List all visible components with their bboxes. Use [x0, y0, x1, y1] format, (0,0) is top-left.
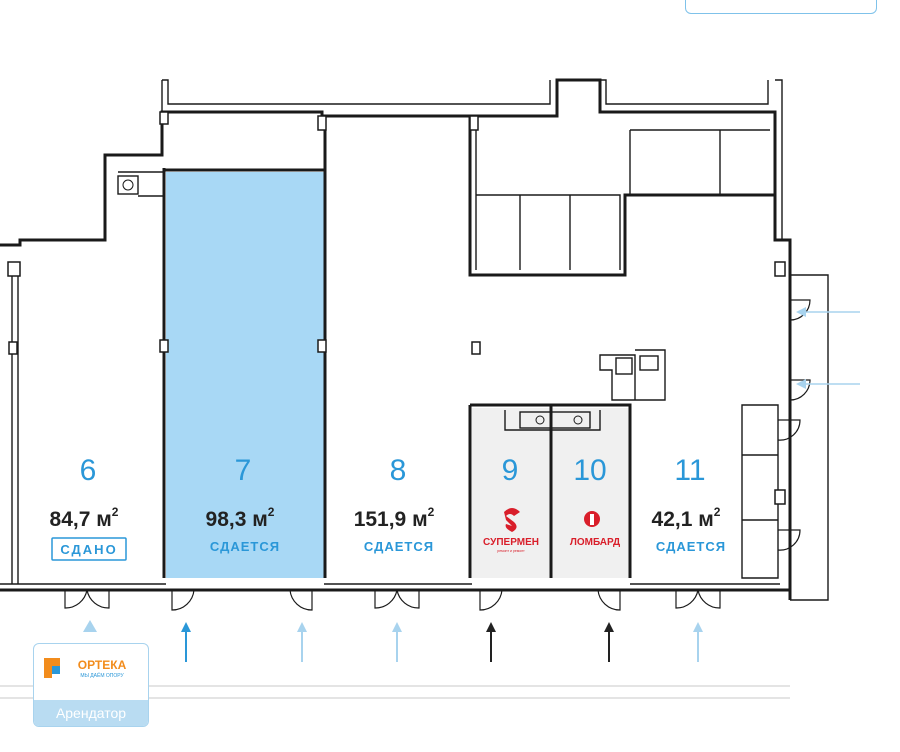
unit-11-number: 11	[674, 454, 705, 487]
unit-7-number: 7	[235, 454, 252, 487]
unit-10-brand: ЛОМБАРД	[570, 537, 620, 548]
orteka-logo: ОРТЕКА МЫ ДАЁМ ОПОРУ	[44, 658, 127, 679]
unit-11-area: 42,1 м2	[652, 505, 721, 531]
tenant-slogan: МЫ ДАЁМ ОПОРУ	[80, 672, 124, 679]
unit-6-area: 84,7 м2	[50, 505, 119, 531]
tenant-card-pointer	[83, 620, 97, 632]
unit-11-status: СДАЕТСЯ	[656, 539, 726, 554]
fixtures	[117, 175, 659, 429]
unit-7-status: СДАЕТСЯ	[210, 539, 280, 554]
unit-9-brand-sub: ремонт и ремонт	[497, 549, 525, 553]
unit-6-status: СДАНО	[60, 542, 117, 557]
unit-9[interactable]: 9 СУПЕРМЕН ремонт и ремонт	[483, 454, 539, 553]
walls	[0, 78, 829, 601]
columns	[7, 111, 786, 505]
unit-6-number: 6	[80, 454, 97, 487]
tenant-label: Арендатор	[34, 700, 148, 726]
pawnshop-logo-icon	[584, 511, 600, 527]
unit-7-area: 98,3 м2	[206, 505, 275, 531]
unit-6[interactable]: 6 84,7 м2 СДАНО	[50, 454, 127, 561]
unit-7[interactable]: 7 98,3 м2 СДАЕТСЯ	[206, 454, 281, 554]
unit-8-status: СДАЕТСЯ	[364, 539, 434, 554]
unit-9-area[interactable]	[472, 408, 550, 578]
unit-8-area: 151,9 м2	[354, 505, 435, 531]
top-action-button[interactable]	[685, 0, 877, 14]
doors	[64, 299, 811, 611]
unit-10-area[interactable]	[552, 408, 630, 578]
superman-logo-icon	[504, 508, 520, 532]
tenant-card[interactable]: ОРТЕКА МЫ ДАЁМ ОПОРУ Арендатор	[33, 643, 149, 727]
unit-8[interactable]: 8 151,9 м2 СДАЕТСЯ	[354, 454, 435, 554]
unit-9-number: 9	[502, 454, 519, 487]
unit-8-number: 8	[390, 454, 407, 487]
unit-6-status-badge	[51, 537, 127, 561]
unit-9-brand: СУПЕРМЕН	[483, 537, 539, 548]
unit-10-number: 10	[573, 454, 606, 487]
entrance-arrows	[181, 307, 860, 662]
unit-11[interactable]: 11 42,1 м2 СДАЕТСЯ	[652, 454, 727, 554]
unit-7-highlight[interactable]	[166, 172, 324, 578]
unit-10[interactable]: 10 ЛОМБАРД	[570, 454, 620, 548]
tenant-brand: ОРТЕКА	[78, 658, 127, 672]
